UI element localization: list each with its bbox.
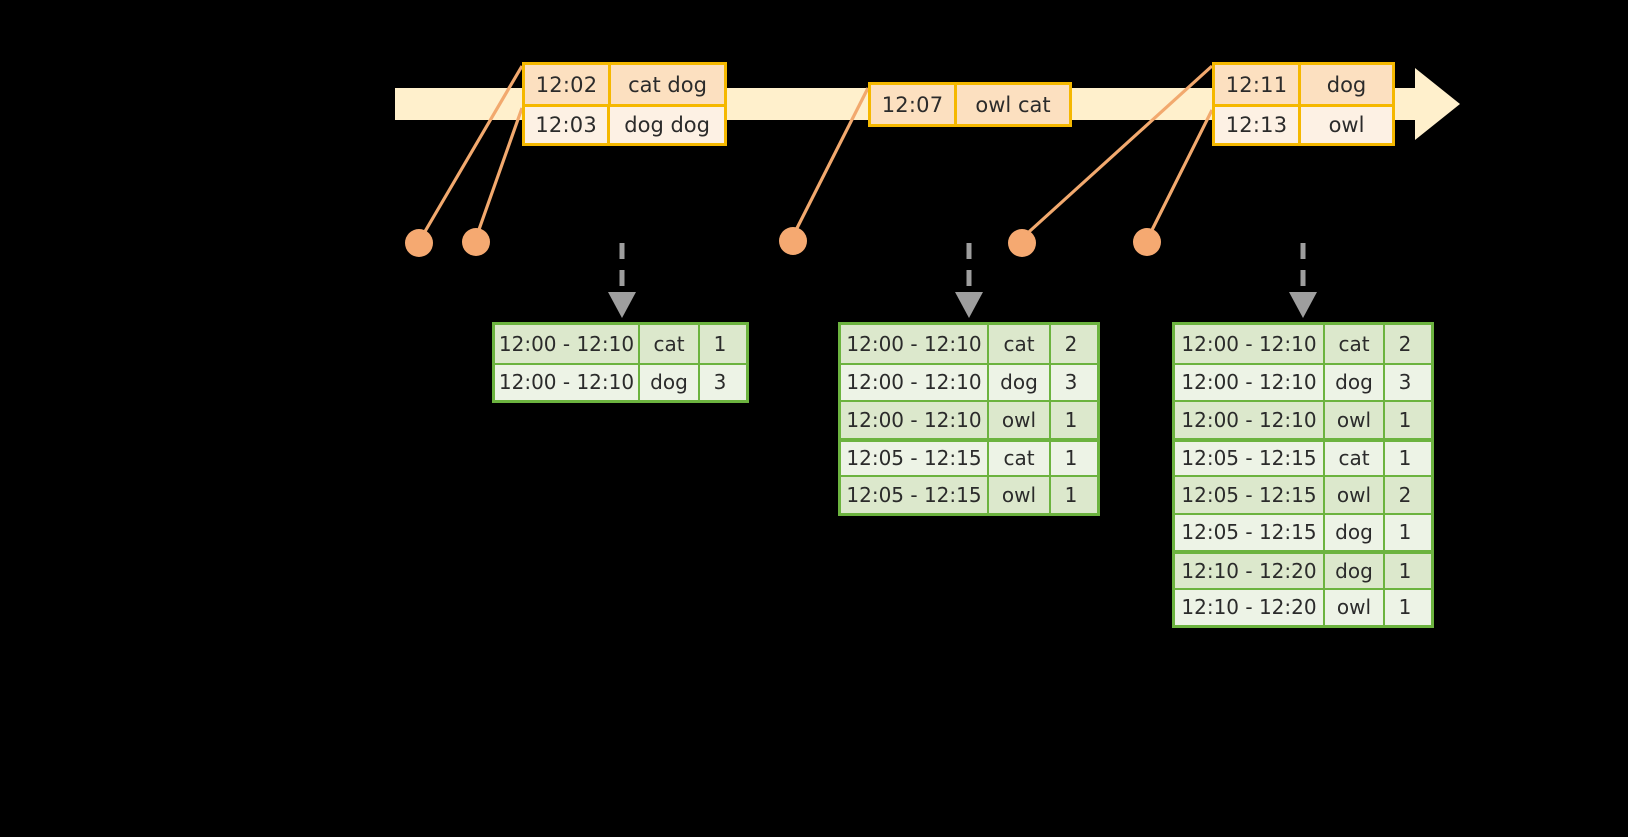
key-cell: owl bbox=[989, 402, 1051, 438]
window-cell: 12:05 - 12:15 bbox=[841, 441, 989, 475]
count-cell: 2 bbox=[1064, 331, 1078, 356]
event-time: 12:03 bbox=[525, 107, 611, 143]
window-cell: 12:10 - 12:20 bbox=[1175, 554, 1325, 588]
table-row[interactable]: 12:05 - 12:15 cat 1 bbox=[841, 437, 1097, 475]
table-row[interactable]: 12:00 - 12:10 owl 1 bbox=[1175, 400, 1431, 438]
table-row[interactable]: 12:00 - 12:10 dog 3 bbox=[495, 362, 746, 400]
window-cell: 12:00 - 12:10 bbox=[841, 402, 989, 438]
count-cell: 1 bbox=[1398, 407, 1412, 432]
table-row[interactable]: 12:05 - 12:15 owl 2 bbox=[1175, 475, 1431, 513]
event-words: dog dog bbox=[624, 113, 710, 137]
table-row[interactable]: 12:05 - 12:15 cat 1 bbox=[1175, 437, 1431, 475]
count-cell: 2 bbox=[1398, 482, 1412, 507]
table-row[interactable]: 12:00 - 12:10 dog 3 bbox=[1175, 362, 1431, 400]
stream-event-group-1[interactable]: 12:02 cat dog 12:03 dog dog bbox=[522, 62, 727, 146]
count-cell: 2 bbox=[1398, 331, 1412, 356]
table-row[interactable]: 12:00 - 12:10 cat 2 bbox=[1175, 325, 1431, 363]
stream-event-row[interactable]: 12:11 dog bbox=[1215, 65, 1392, 104]
window-cell: 12:00 - 12:10 bbox=[1175, 325, 1325, 363]
count-cell: 3 bbox=[1064, 370, 1078, 395]
emit-arrow-2-head bbox=[955, 292, 983, 318]
window-cell: 12:05 - 12:15 bbox=[1175, 441, 1325, 475]
window-cell: 12:10 - 12:20 bbox=[1175, 589, 1325, 625]
count-cell: 1 bbox=[1398, 558, 1412, 583]
event-time: 12:13 bbox=[1215, 107, 1301, 143]
stream-event-row[interactable]: 12:03 dog dog bbox=[525, 104, 724, 143]
table-row[interactable]: 12:10 - 12:20 dog 1 bbox=[1175, 550, 1431, 588]
event-time: 12:07 bbox=[871, 85, 957, 124]
connector-1203 bbox=[474, 107, 524, 239]
result-table-3[interactable]: 12:00 - 12:10 cat 2 12:00 - 12:10 dog 3 … bbox=[1172, 322, 1434, 628]
count-cell: 1 bbox=[1064, 482, 1078, 507]
window-cell: 12:05 - 12:15 bbox=[1175, 514, 1325, 550]
stream-event-group-2[interactable]: 12:07 owl cat bbox=[868, 82, 1072, 127]
result-table-2[interactable]: 12:00 - 12:10 cat 2 12:00 - 12:10 dog 3 … bbox=[838, 322, 1100, 516]
window-cell: 12:00 - 12:10 bbox=[1175, 402, 1325, 438]
key-cell: owl bbox=[989, 477, 1051, 513]
connector-1213 bbox=[1146, 109, 1214, 239]
window-cell: 12:05 - 12:15 bbox=[841, 477, 989, 513]
count-cell: 3 bbox=[713, 370, 727, 395]
stream-event-group-3[interactable]: 12:11 dog 12:13 owl bbox=[1212, 62, 1395, 146]
table-row[interactable]: 12:00 - 12:10 owl 1 bbox=[841, 400, 1097, 438]
key-cell: cat bbox=[640, 325, 700, 363]
table-row[interactable]: 12:00 - 12:10 cat 2 bbox=[841, 325, 1097, 363]
stream-event-row[interactable]: 12:13 owl bbox=[1215, 104, 1392, 143]
key-cell: owl bbox=[1325, 589, 1385, 625]
emit-arrow-3-head bbox=[1289, 292, 1317, 318]
emit-arrows bbox=[619, 243, 1306, 296]
dot-1203 bbox=[462, 228, 490, 256]
window-cell: 12:00 - 12:10 bbox=[841, 364, 989, 400]
key-cell: dog bbox=[1325, 554, 1385, 588]
table-row[interactable]: 12:00 - 12:10 dog 3 bbox=[841, 362, 1097, 400]
event-words: owl bbox=[1328, 113, 1365, 137]
table-row[interactable]: 12:05 - 12:15 owl 1 bbox=[841, 475, 1097, 513]
count-cell: 3 bbox=[1398, 370, 1412, 395]
stream-event-row[interactable]: 12:02 cat dog bbox=[525, 65, 724, 104]
key-cell: dog bbox=[989, 364, 1051, 400]
key-cell: cat bbox=[989, 325, 1051, 363]
dot-1213 bbox=[1133, 228, 1161, 256]
key-cell: owl bbox=[1325, 477, 1385, 513]
key-cell: cat bbox=[1325, 441, 1385, 475]
event-words: cat dog bbox=[628, 72, 707, 97]
emit-arrow-1-head bbox=[608, 292, 636, 318]
window-cell: 12:05 - 12:15 bbox=[1175, 477, 1325, 513]
key-cell: cat bbox=[1325, 325, 1385, 363]
dot-1207 bbox=[779, 227, 807, 255]
dot-1211 bbox=[1008, 229, 1036, 257]
table-row[interactable]: 12:00 - 12:10 cat 1 bbox=[495, 325, 746, 363]
table-row[interactable]: 12:05 - 12:15 dog 1 bbox=[1175, 512, 1431, 550]
key-cell: dog bbox=[1325, 514, 1385, 550]
event-words: owl cat bbox=[975, 92, 1051, 117]
window-cell: 12:00 - 12:10 bbox=[1175, 364, 1325, 400]
count-cell: 1 bbox=[713, 331, 727, 356]
count-cell: 1 bbox=[1398, 520, 1412, 545]
connector-1202 bbox=[418, 65, 524, 241]
count-cell: 1 bbox=[1398, 446, 1412, 471]
event-time: 12:02 bbox=[525, 65, 611, 104]
dot-1202 bbox=[405, 229, 433, 257]
count-cell: 1 bbox=[1064, 446, 1078, 471]
connector-1207 bbox=[790, 87, 870, 239]
event-words: dog bbox=[1326, 72, 1367, 97]
count-cell: 1 bbox=[1398, 595, 1412, 620]
count-cell: 1 bbox=[1064, 407, 1078, 432]
key-cell: dog bbox=[1325, 364, 1385, 400]
event-time: 12:11 bbox=[1215, 65, 1301, 104]
key-cell: cat bbox=[989, 441, 1051, 475]
emit-arrow-heads bbox=[608, 292, 1317, 318]
key-cell: dog bbox=[640, 364, 700, 400]
window-cell: 12:00 - 12:10 bbox=[495, 364, 640, 400]
event-dots bbox=[405, 227, 1161, 257]
stream-event-row[interactable]: 12:07 owl cat bbox=[871, 85, 1069, 124]
result-table-1[interactable]: 12:00 - 12:10 cat 1 12:00 - 12:10 dog 3 bbox=[492, 322, 749, 403]
table-row[interactable]: 12:10 - 12:20 owl 1 bbox=[1175, 587, 1431, 625]
window-cell: 12:00 - 12:10 bbox=[841, 325, 989, 363]
key-cell: owl bbox=[1325, 402, 1385, 438]
window-cell: 12:00 - 12:10 bbox=[495, 325, 640, 363]
